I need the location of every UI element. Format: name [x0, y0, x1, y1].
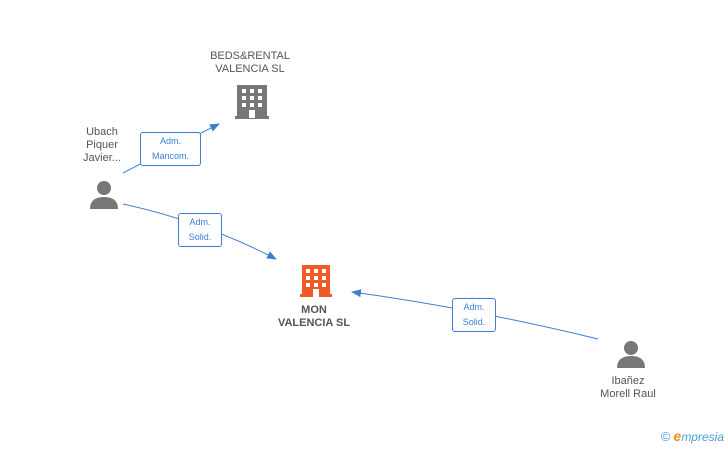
brand-logo-letter: e: [673, 428, 682, 444]
person-name-line: Ibañez: [611, 375, 645, 387]
company-label-mon-valencia[interactable]: MON VALENCIA SL: [264, 304, 364, 330]
edge-label-adm-solid-ibanez[interactable]: Adm. Solid.: [452, 298, 496, 332]
edge-label-adm-mancom[interactable]: Adm. Mancom.: [140, 132, 201, 166]
person-icon[interactable]: [90, 181, 118, 209]
company-name-line: VALENCIA SL: [215, 63, 285, 75]
building-icon-highlighted[interactable]: [300, 265, 332, 297]
company-name-line: BEDS&RENTAL: [210, 50, 290, 62]
brand-name: mpresia: [681, 430, 724, 444]
person-icon[interactable]: [617, 341, 645, 368]
person-name-line: Javier...: [83, 152, 121, 164]
company-label-beds-rental[interactable]: BEDS&RENTAL VALENCIA SL: [200, 50, 300, 76]
person-name-line: Piquer: [86, 139, 118, 151]
edge-label-line: Solid.: [462, 317, 486, 327]
person-label-ibanez[interactable]: Ibañez Morell Raul: [588, 375, 668, 401]
edge-label-line: Adm.: [189, 217, 211, 227]
brand-watermark: ©empresia: [661, 428, 724, 444]
edge-label-adm-solid-ubach[interactable]: Adm. Solid.: [178, 213, 222, 247]
company-name-line: MON: [301, 304, 327, 316]
edge-label-line: Adm.: [463, 302, 485, 312]
edge-label-line: Adm.: [159, 136, 181, 146]
company-name-line: VALENCIA SL: [277, 317, 351, 329]
person-name-line: Morell Raul: [600, 388, 656, 400]
person-label-ubach[interactable]: Ubach Piquer Javier...: [62, 126, 142, 165]
building-icon[interactable]: [235, 85, 269, 119]
copyright-symbol: ©: [660, 429, 671, 444]
person-name-line: Ubach: [86, 126, 118, 138]
edge-label-line: Solid.: [188, 232, 212, 242]
edge-label-line: Mancom.: [151, 151, 189, 161]
